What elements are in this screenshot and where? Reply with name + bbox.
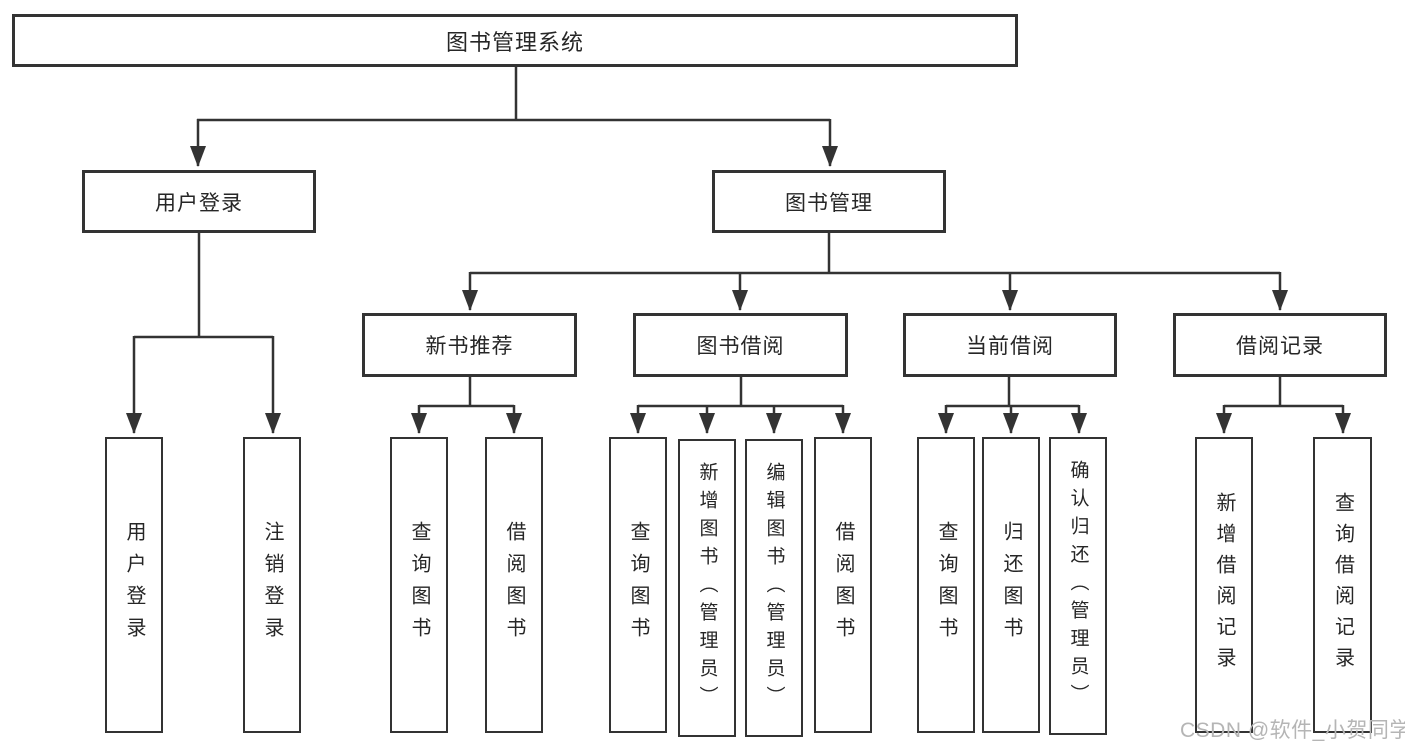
leaf-label: 查询图书 [627,521,649,649]
node-leaf-return-books: 归还图书 [982,437,1040,733]
node-user-login: 用户登录 [82,170,316,233]
node-book-borrowing: 图书借阅 [633,313,848,377]
node-book-management: 图书管理 [712,170,946,233]
node-leaf-current-query-books: 查询图书 [917,437,975,733]
node-root: 图书管理系统 [12,14,1018,67]
leaf-label: 查询借阅记录 [1331,492,1354,678]
leaf-label: 编辑图书（管理员） [763,462,785,714]
node-borrow-records: 借阅记录 [1173,313,1387,377]
node-leaf-rec-borrow-books: 借阅图书 [485,437,543,733]
node-leaf-user-login: 用户登录 [105,437,163,733]
node-leaf-add-books-admin: 新增图书（管理员） [678,439,736,737]
node-current-borrowing: 当前借阅 [903,313,1117,377]
node-leaf-query-borrow-record: 查询借阅记录 [1313,437,1372,733]
node-leaf-borrow-query-books: 查询图书 [609,437,667,733]
leaf-label: 新增借阅记录 [1213,492,1235,678]
leaf-label: 借阅图书 [832,521,854,649]
leaf-label: 确认归还（管理员） [1067,460,1089,712]
leaf-label: 借阅图书 [503,521,525,649]
leaf-label: 查询图书 [408,521,430,649]
node-leaf-rec-query-books: 查询图书 [390,437,448,733]
leaf-label: 注销登录 [261,521,283,649]
node-leaf-borrow-books: 借阅图书 [814,437,872,733]
node-new-book-recommend: 新书推荐 [362,313,577,377]
node-leaf-add-borrow-record: 新增借阅记录 [1195,437,1253,733]
csdn-watermark: CSDN @软件_小贺同学 [1180,719,1405,742]
node-leaf-edit-books-admin: 编辑图书（管理员） [745,439,803,737]
node-leaf-logout: 注销登录 [243,437,301,733]
leaf-label: 查询图书 [935,521,957,649]
leaf-label: 用户登录 [123,521,145,649]
leaf-label: 归还图书 [1000,521,1022,649]
node-leaf-confirm-return-admin: 确认归还（管理员） [1049,437,1107,735]
leaf-label: 新增图书（管理员） [696,462,718,714]
